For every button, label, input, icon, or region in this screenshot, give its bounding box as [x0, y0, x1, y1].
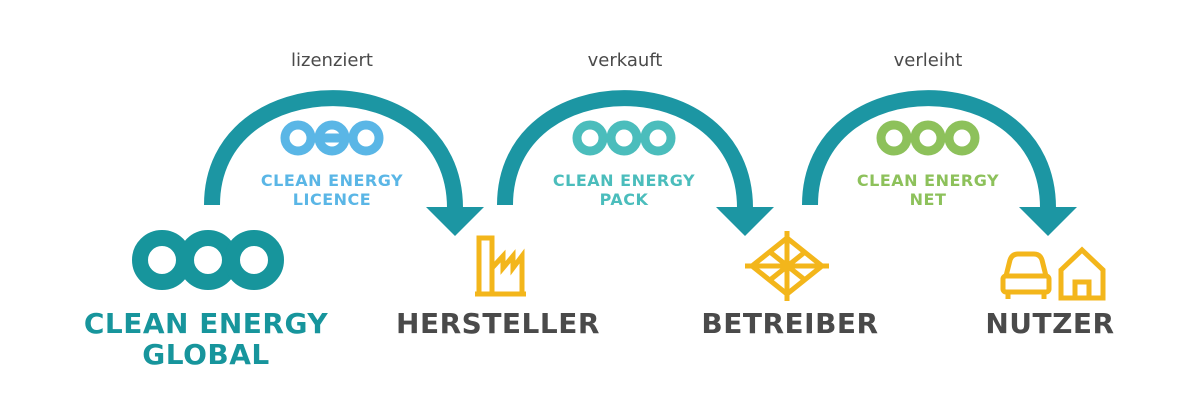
product-net-line1: CLEAN ENERGY: [857, 171, 999, 190]
main-brand-line1: CLEAN ENERGY: [84, 307, 328, 340]
verb-label-licence: lizenziert: [291, 50, 373, 71]
arrow-pack: [497, 90, 753, 209]
house-icon: [1058, 246, 1106, 301]
actor-nutzer: NUTZER: [985, 307, 1114, 340]
product-pack-line2: PACK: [600, 190, 649, 209]
chain-logo-licence-icon: [280, 120, 384, 156]
arrow-net-head: [1019, 207, 1077, 236]
product-net-line2: NET: [910, 190, 947, 209]
factory-icon: [475, 235, 526, 297]
product-pack-line1: CLEAN ENERGY: [553, 171, 695, 190]
chain-logo-net-icon: [876, 120, 980, 156]
clean-energy-global-logo-icon: [132, 230, 284, 290]
arrow-pack-head: [716, 207, 774, 236]
verb-label-pack: verkauft: [588, 50, 663, 71]
main-brand-line2: GLOBAL: [142, 338, 269, 371]
product-licence-line1: CLEAN ENERGY: [261, 171, 403, 190]
car-icon: [1000, 251, 1052, 299]
verb-label-net: verleiht: [894, 50, 963, 71]
arrow-net: [802, 90, 1056, 209]
chain-logo-pack-icon: [572, 120, 676, 156]
grid-net-icon: [745, 231, 829, 301]
arrow-licence: [204, 90, 463, 209]
actor-hersteller: HERSTELLER: [396, 307, 600, 340]
arrow-licence-head: [426, 207, 484, 236]
product-licence-line2: LICENCE: [293, 190, 371, 209]
actor-betreiber: BETREIBER: [701, 307, 878, 340]
